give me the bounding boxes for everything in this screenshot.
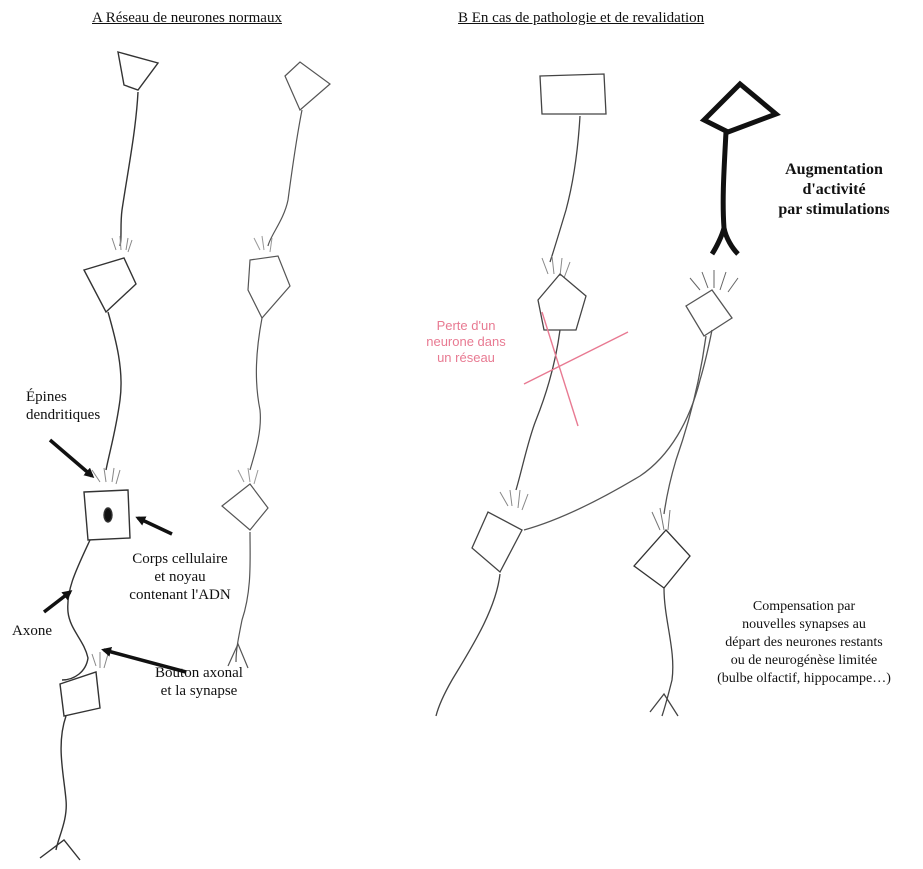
- panel-a-left-neuron-chain: [40, 52, 158, 860]
- axon: [62, 540, 90, 680]
- label-corps-line-1: Corps cellulaire: [100, 550, 260, 568]
- dendritic-spines: [254, 236, 272, 252]
- dendritic-spines: [690, 270, 738, 292]
- dendritic-spines: [542, 256, 570, 278]
- dendritic-spines: [92, 468, 120, 484]
- label-bouton-axonal: Bouton axonal et la synapse: [124, 664, 274, 700]
- axon: [664, 336, 706, 514]
- arrow-axone: [44, 592, 70, 612]
- label-corps-line-2: et noyau: [100, 568, 260, 586]
- dendritic-spines: [238, 468, 258, 484]
- neuron-body: [60, 672, 100, 716]
- label-compensation-line-2: nouvelles synapses au: [690, 616, 918, 634]
- axon: [550, 116, 580, 262]
- label-compensation-line-1: Compensation par: [690, 598, 918, 616]
- neuron-body: [84, 258, 136, 312]
- nucleus: [104, 508, 112, 522]
- label-compensation-line-4: ou de neurogénèse limitée: [690, 652, 918, 670]
- axon: [268, 110, 302, 246]
- label-perte-line-2: neurone dans: [406, 334, 526, 350]
- label-bouton-line-2: et la synapse: [124, 682, 274, 700]
- arrow-epines: [50, 440, 92, 476]
- dendritic-spines: [92, 652, 108, 668]
- label-perte-line-3: un réseau: [406, 350, 526, 366]
- neuron-body: [540, 74, 606, 114]
- axon: [436, 574, 500, 716]
- neuron-body: [686, 290, 732, 336]
- dendritic-spines: [500, 490, 528, 510]
- neuron-body: [634, 530, 690, 588]
- label-augmentation-line-3: par stimulations: [748, 200, 920, 220]
- axon: [120, 92, 138, 246]
- stimulated-axon: [712, 132, 738, 254]
- label-compensation-line-5: (bulbe olfactif, hippocampe…): [690, 670, 918, 688]
- stimulated-neuron-body: [704, 84, 776, 132]
- arrow-corps: [138, 518, 172, 534]
- label-augmentation-line-1: Augmentation: [748, 160, 920, 180]
- neuron-body: [285, 62, 330, 110]
- lower-neuron-tip: [650, 694, 678, 716]
- label-augmentation: Augmentation d'activité par stimulations: [748, 160, 920, 220]
- neuron-body: [472, 512, 522, 572]
- label-perte-line-1: Perte d'un: [406, 318, 526, 334]
- dendritic-spines: [112, 236, 132, 252]
- axon: [250, 318, 262, 470]
- neuron-body: [248, 256, 290, 318]
- axon: [56, 716, 66, 850]
- label-corps-line-3: contenant l'ADN: [100, 586, 260, 604]
- label-axone: Axone: [12, 622, 52, 640]
- compensating-axon-branch: [524, 330, 712, 530]
- axon: [662, 588, 673, 716]
- label-compensation: Compensation par nouvelles synapses au d…: [690, 598, 918, 688]
- lower-neuron-tip: [40, 840, 80, 860]
- label-bouton-line-1: Bouton axonal: [124, 664, 274, 682]
- label-augmentation-line-2: d'activité: [748, 180, 920, 200]
- panel-b-left-neuron-chain: [436, 74, 712, 716]
- label-corps-cellulaire: Corps cellulaire et noyau contenant l'AD…: [100, 550, 260, 604]
- axon: [106, 312, 121, 470]
- neuron-body: [222, 484, 268, 530]
- dendritic-spines: [652, 508, 670, 530]
- label-perte-neurone: Perte d'un neurone dans un réseau: [406, 318, 526, 366]
- neuron-body: [118, 52, 158, 90]
- label-compensation-line-3: départ des neurones restants: [690, 634, 918, 652]
- label-epines-dendritiques: Épines dendritiques: [26, 388, 100, 424]
- label-epines-line-2: dendritiques: [26, 406, 100, 424]
- label-epines-line-1: Épines: [26, 388, 100, 406]
